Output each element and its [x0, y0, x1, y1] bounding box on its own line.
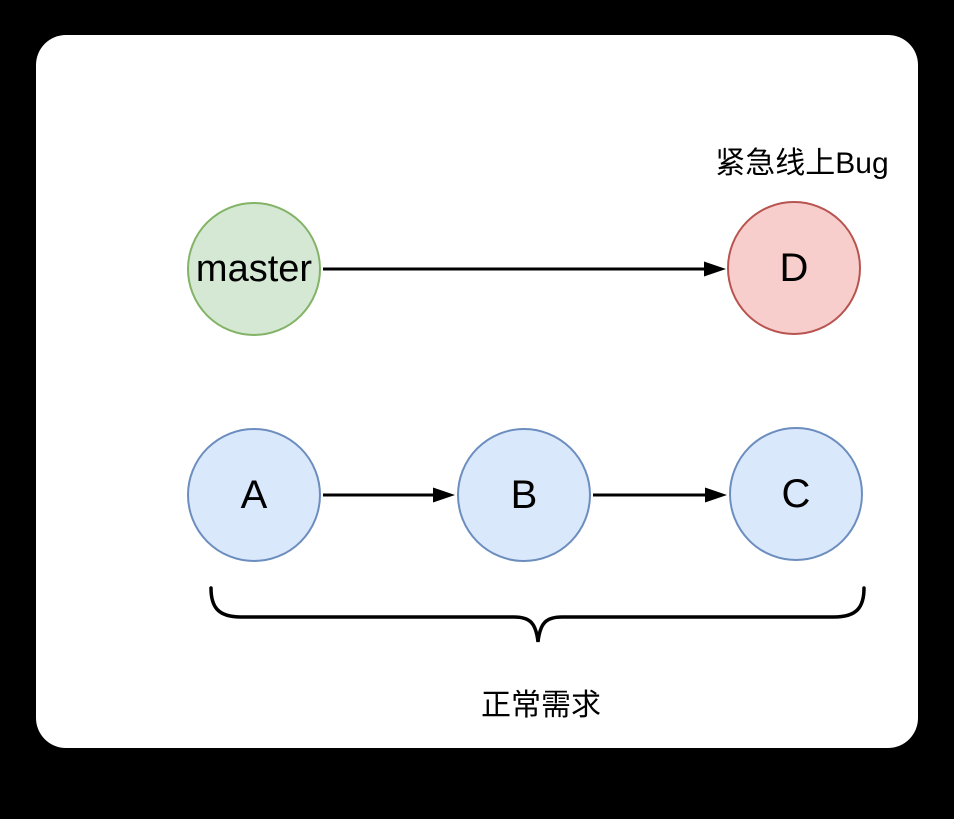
node-b: B [457, 428, 591, 562]
node-c: C [729, 427, 863, 561]
edge-b-to-c [593, 487, 727, 503]
arrowhead-icon [433, 487, 455, 503]
node-c-label: C [781, 472, 811, 516]
curly-brace [209, 586, 866, 643]
normal-requirement-label: 正常需求 [481, 689, 601, 722]
node-master-label: master [195, 248, 313, 290]
hotfix-label: 紧急线上Bug [715, 147, 889, 180]
node-d-label: D [779, 246, 809, 290]
node-d: D [727, 201, 861, 335]
edge-master-to-d [323, 261, 726, 277]
edge-a-to-b [323, 487, 455, 503]
arrowhead-icon [704, 261, 726, 277]
diagram-canvas: 紧急线上Bug 正常需求 master D A B C [36, 35, 918, 748]
node-master: master [187, 202, 321, 336]
node-a-label: A [240, 473, 268, 517]
node-a: A [187, 428, 321, 562]
node-b-label: B [510, 473, 538, 517]
arrowhead-icon [705, 487, 727, 503]
